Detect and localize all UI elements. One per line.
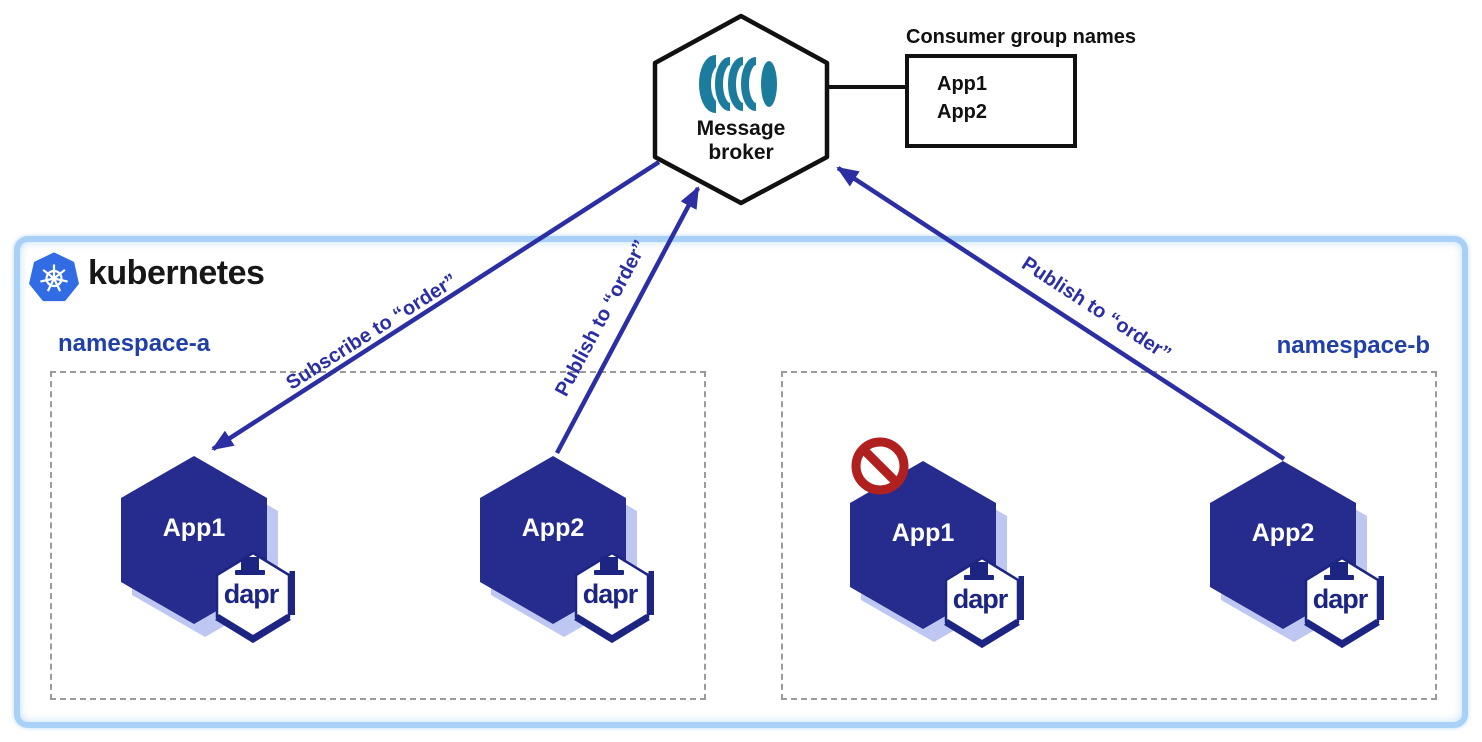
- dapr-badge: dapr: [940, 554, 1025, 649]
- prohibition-icon: [851, 437, 909, 495]
- consumer-group-item: App2: [937, 101, 987, 123]
- app-label: App1: [891, 518, 955, 547]
- dapr-hexagon-icon: [944, 556, 1025, 649]
- app-label: App1: [162, 513, 226, 542]
- dapr-hat-icon: [1330, 562, 1348, 576]
- message-queue-icon: [699, 55, 777, 113]
- dapr-badge: dapr: [570, 549, 655, 644]
- dapr-hexagon-icon: [1304, 556, 1385, 649]
- dapr-hat-icon: [970, 562, 988, 576]
- dapr-hexagon-icon: [215, 551, 296, 644]
- app1-namespace-a: App1 dapr: [121, 456, 296, 644]
- kubernetes-icon: [29, 252, 79, 302]
- consumer-group-box: App1 App2: [905, 54, 1077, 148]
- message-broker-hexagon: [652, 13, 830, 206]
- app2-namespace-b: App2 dapr: [1210, 461, 1385, 649]
- dapr-label: dapr: [952, 584, 1009, 614]
- app-label: App2: [521, 513, 585, 542]
- app-label: App2: [1251, 518, 1315, 547]
- message-broker-label: Message broker: [696, 117, 786, 164]
- app2-namespace-a: App2 dapr: [480, 456, 655, 644]
- dapr-hexagon-icon: [574, 551, 655, 644]
- namespace-a-label: namespace-a: [58, 330, 211, 357]
- dapr-label: dapr: [223, 579, 280, 609]
- dapr-label: dapr: [1312, 584, 1369, 614]
- dapr-hat-icon: [600, 557, 618, 571]
- consumer-group-title: Consumer group names: [906, 26, 1137, 48]
- dapr-label: dapr: [582, 579, 639, 609]
- dapr-hat-icon: [241, 557, 259, 571]
- dapr-badge: dapr: [1300, 554, 1385, 649]
- namespace-b-label: namespace-b: [1276, 332, 1430, 359]
- kubernetes-wordmark: kubernetes: [88, 254, 265, 292]
- app1-namespace-b: App1 dapr: [850, 437, 1025, 649]
- consumer-group-item: App1: [937, 73, 987, 95]
- dapr-badge: dapr: [211, 549, 296, 644]
